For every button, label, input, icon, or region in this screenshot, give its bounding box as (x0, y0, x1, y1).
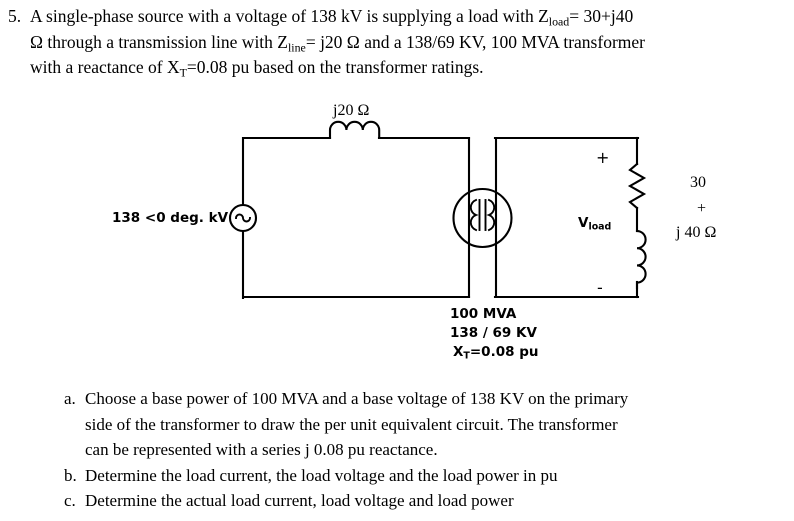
sub-question-a-text: Choose a base power of 100 MVA and a bas… (85, 386, 794, 463)
problem-line-1-a: A single-phase source with a voltage of … (30, 6, 549, 26)
circuit-schematic-svg (228, 120, 647, 300)
sub-question-b-marker: b. (64, 465, 77, 485)
inductor-line-coil (328, 120, 381, 140)
sub-question-a-line-1: Choose a base power of 100 MVA and a bas… (85, 389, 629, 408)
sub-question-c-marker: c. (64, 491, 76, 510)
sub-question-c-line-1: Determine the actual load current, load … (85, 491, 514, 510)
line-impedance-label: j20 Ω (333, 102, 370, 119)
sub-question-b-text: Determine the load current, the load vol… (85, 463, 794, 489)
inductor-load-coil (635, 229, 647, 290)
load-resistance-label: 30 (690, 174, 706, 191)
problem-line-1: A single-phase source with a voltage of … (30, 4, 778, 30)
transformer-circle (452, 187, 513, 249)
transformer-reactance-value: =0.08 pu (469, 344, 539, 360)
problem-line-3: with a reactance of XT=0.08 pu based on … (30, 55, 778, 81)
problem-line-2-sub: line (287, 39, 306, 54)
problem-number: 5. (8, 6, 22, 26)
problem-line-2-b: = j20 Ω and a 138/69 KV, 100 MVA transfo… (305, 31, 645, 52)
sub-question-b: b. Determine the load current, the load … (0, 463, 794, 489)
sub-question-a: a. Choose a base power of 100 MVA and a … (0, 386, 794, 463)
vload-label: Vload (578, 215, 612, 233)
transformer-winding-primary (469, 198, 479, 232)
resistor-load-zigzag (627, 162, 647, 210)
sub-question-a-line-2: side of the transformer to draw the per … (85, 414, 618, 434)
problem-line-3-sub: T (179, 65, 187, 80)
vload-polarity-minus: - (597, 278, 603, 297)
load-plus-sign: + (697, 200, 707, 217)
problem-row: 5. A single-phase source with a voltage … (0, 4, 794, 81)
circuit-diagram: j20 Ω 138 <0 deg. kV 100 MVA 138 / 69 KV… (0, 88, 794, 388)
transformer-reactance-subscript: T (463, 350, 470, 362)
ac-source-sine (235, 213, 251, 223)
sub-question-a-marker: a. (64, 389, 76, 408)
vload-subscript: load (588, 221, 612, 233)
transformer-rating-mva: 100 MVA (450, 306, 517, 322)
transformer-reactance-symbol: X (453, 344, 464, 360)
sub-question-c-text: Determine the actual load current, load … (85, 488, 794, 514)
problem-line-2-a: Ω through a transmission line with Z (30, 31, 288, 52)
transformer-rating-voltage: 138 / 69 KV (450, 325, 537, 341)
problem-line-2: Ω through a transmission line with Zline… (30, 30, 778, 56)
sub-question-a-line-3: can be represented with a series j 0.08 … (85, 440, 438, 459)
transformer-winding-secondary (486, 198, 496, 232)
problem-line-1-b: = 30+j40 (569, 6, 634, 26)
vload-symbol: V (578, 215, 589, 231)
sub-question-c: c. Determine the actual load current, lo… (0, 488, 794, 514)
problem-statement: 5. A single-phase source with a voltage … (0, 4, 794, 81)
problem-line-3-b: =0.08 pu based on the transformer rating… (186, 57, 484, 77)
problem-line-3-a: with a reactance of X (30, 57, 180, 77)
transformer-rating-reactance: XT=0.08 pu (453, 344, 539, 362)
load-reactance-label: j 40 Ω (676, 224, 717, 241)
sub-questions-list: a. Choose a base power of 100 MVA and a … (0, 386, 794, 514)
ac-source-circle (228, 203, 258, 233)
sub-question-b-line-1: Determine the load current, the load vol… (85, 465, 558, 485)
problem-text: A single-phase source with a voltage of … (30, 4, 794, 81)
source-voltage-label: 138 <0 deg. kV (112, 210, 229, 226)
problem-line-1-sub: load (548, 14, 570, 29)
vload-polarity-plus: + (596, 148, 610, 167)
